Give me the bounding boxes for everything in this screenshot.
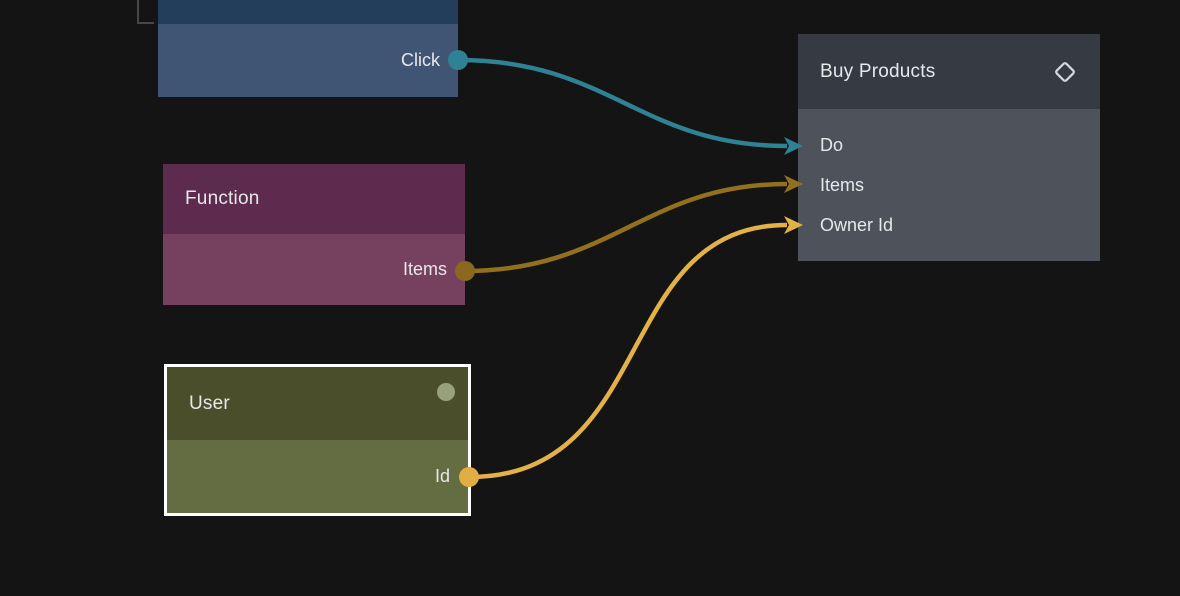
port-id-label: Id xyxy=(434,466,450,486)
wire-id-to-owner-id[interactable] xyxy=(468,222,788,480)
node-click-trigger[interactable]: Click xyxy=(158,0,458,97)
port-items-output[interactable]: Items xyxy=(163,259,465,280)
port-owner-id-input[interactable]: Owner Id xyxy=(798,205,1100,245)
node-function-header: Function xyxy=(163,164,465,234)
port-items-in-label: Items xyxy=(820,174,865,195)
node-user-title: User xyxy=(189,392,230,414)
node-user-body: Id xyxy=(167,440,468,513)
wire-click-to-do[interactable] xyxy=(457,57,788,149)
node-buy-products-header: Buy Products xyxy=(798,34,1100,109)
node-buy-products-title: Buy Products xyxy=(820,60,936,82)
node-function-title: Function xyxy=(185,188,260,209)
port-do-input[interactable]: Do xyxy=(798,125,1100,165)
node-click-body: Click xyxy=(158,24,458,97)
port-items-label: Items xyxy=(402,259,447,279)
port-click-output[interactable]: Click xyxy=(158,50,458,71)
port-owner-id-label: Owner Id xyxy=(820,214,894,235)
port-click-label: Click xyxy=(401,50,440,70)
wire-items-to-items[interactable] xyxy=(464,181,788,274)
node-user-header: User xyxy=(167,367,468,440)
node-function[interactable]: Function Items xyxy=(163,164,465,305)
node-buy-products-body: Do Items Owner Id xyxy=(798,109,1100,261)
status-dot-icon xyxy=(437,383,455,401)
port-items-input[interactable]: Items xyxy=(798,165,1100,205)
node-click-header xyxy=(158,0,458,24)
port-id-output[interactable]: Id xyxy=(167,466,468,487)
node-function-body: Items xyxy=(163,234,465,305)
node-buy-products[interactable]: Buy Products Do Items Owner Id xyxy=(798,34,1100,261)
selection-frame-corner xyxy=(137,0,154,24)
diamond-icon xyxy=(1052,59,1078,85)
port-do-label: Do xyxy=(820,134,844,155)
node-user[interactable]: User Id xyxy=(164,364,471,516)
